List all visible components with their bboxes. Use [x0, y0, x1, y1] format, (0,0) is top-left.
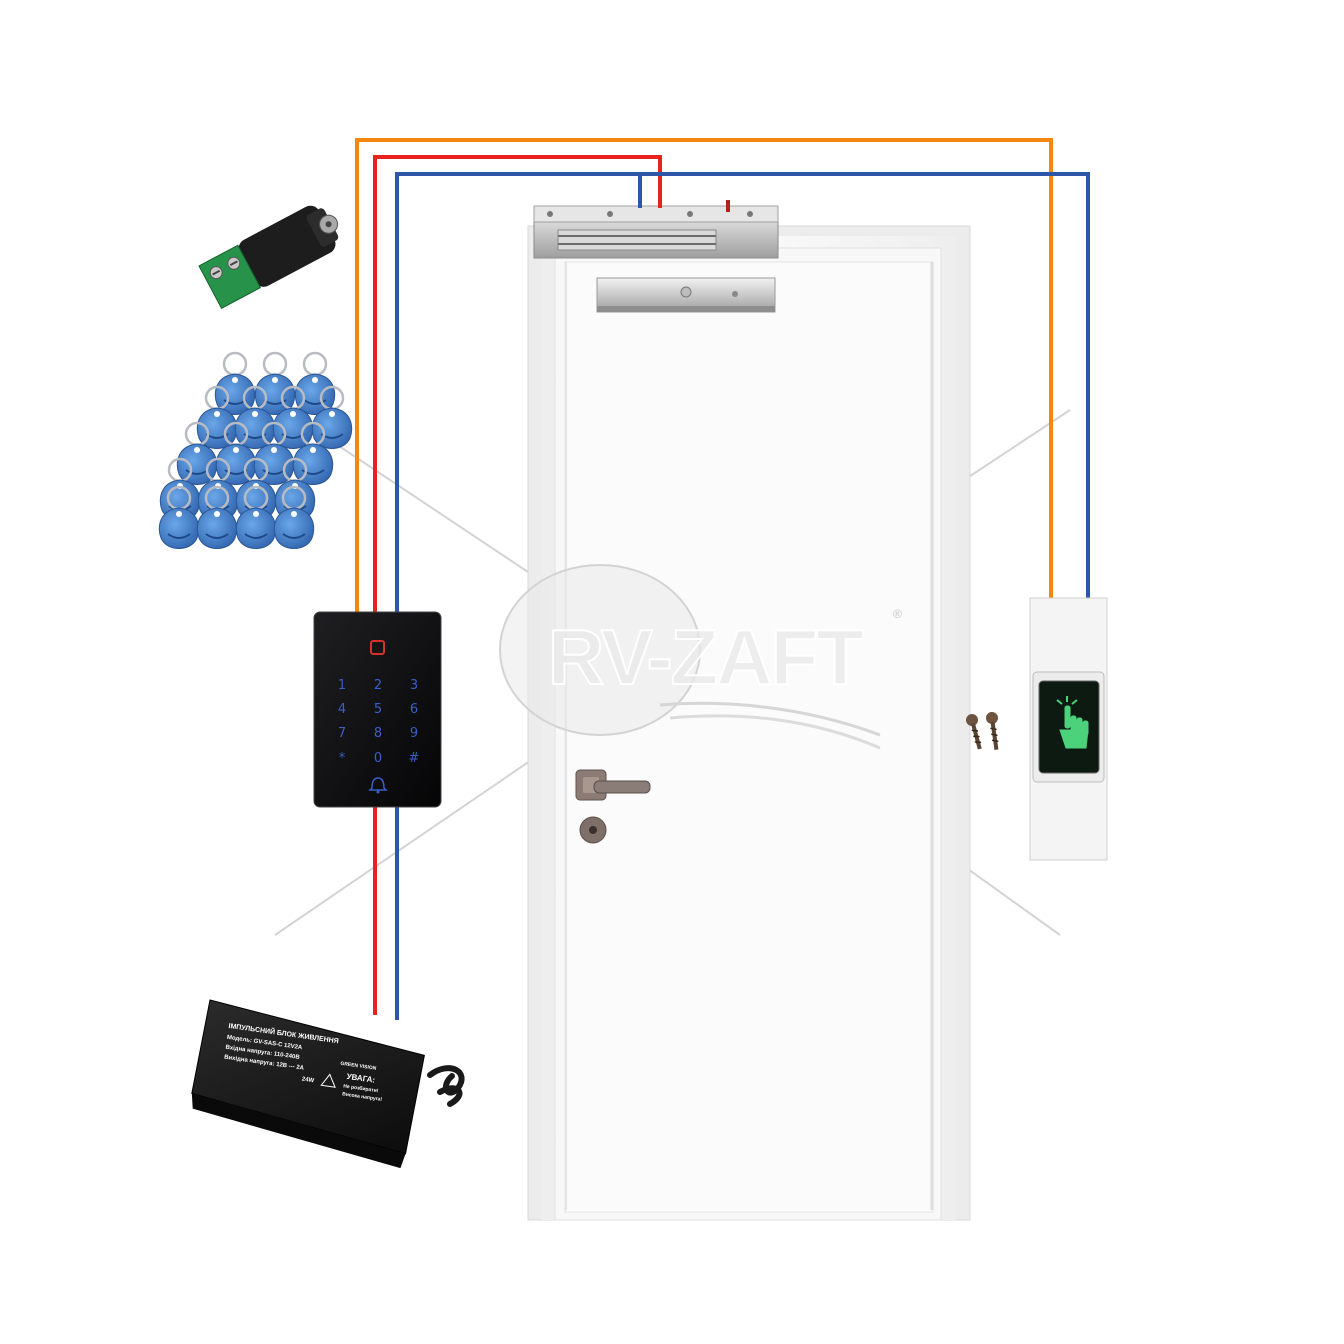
psu-warning-title: УВАГА: — [346, 1072, 376, 1085]
electromagnetic-lock-icon — [533, 200, 779, 259]
key-1: 1 — [338, 678, 346, 693]
psu-brand: GREEN VISION — [340, 1061, 377, 1072]
key-4: 4 — [338, 702, 346, 717]
key-9: 9 — [410, 726, 418, 741]
key-star: * — [339, 751, 346, 766]
bell-icon — [368, 777, 388, 791]
rfid-keyfob-icon — [158, 351, 353, 550]
touch-hand-icon — [1056, 696, 1089, 749]
key-3: 3 — [410, 678, 418, 693]
key-0: 0 — [374, 751, 382, 766]
watermark-registered: ® — [893, 607, 902, 621]
door-handle-icon — [575, 769, 651, 844]
armature-plate — [596, 277, 776, 313]
psu-cable — [427, 1065, 465, 1107]
psu-rating: 24W — [301, 1077, 314, 1085]
wires — [355, 138, 1090, 1020]
key-6: 6 — [410, 702, 418, 717]
key-2: 2 — [374, 678, 382, 693]
wire-red — [373, 155, 662, 615]
watermark-logo: RV-ZAFT ® — [499, 564, 902, 750]
psu-warning-line2: Висока напруга! — [342, 1091, 383, 1103]
key-7: 7 — [338, 726, 346, 741]
wire-orange — [355, 138, 1053, 615]
key-hash: # — [409, 751, 420, 766]
wire-blue — [395, 172, 1090, 615]
power-supply-icon: ІМПУЛЬСНИЙ БЛОК ЖИВЛЕННЯ Модель: GV-SAS-… — [191, 999, 465, 1169]
psu-warning-line1: Не розбирати! — [343, 1082, 379, 1094]
key-5: 5 — [374, 702, 382, 717]
dc-connector-icon — [198, 205, 339, 309]
screws-icon — [966, 712, 999, 750]
watermark-brand: RV-ZAFT — [548, 613, 863, 701]
warning-triangle-icon — [320, 1073, 336, 1088]
key-8: 8 — [374, 726, 382, 741]
keypad-reader-icon: 1 2 3 4 5 6 7 8 9 * 0 # — [313, 611, 442, 808]
exit-button-icon — [1029, 597, 1108, 861]
